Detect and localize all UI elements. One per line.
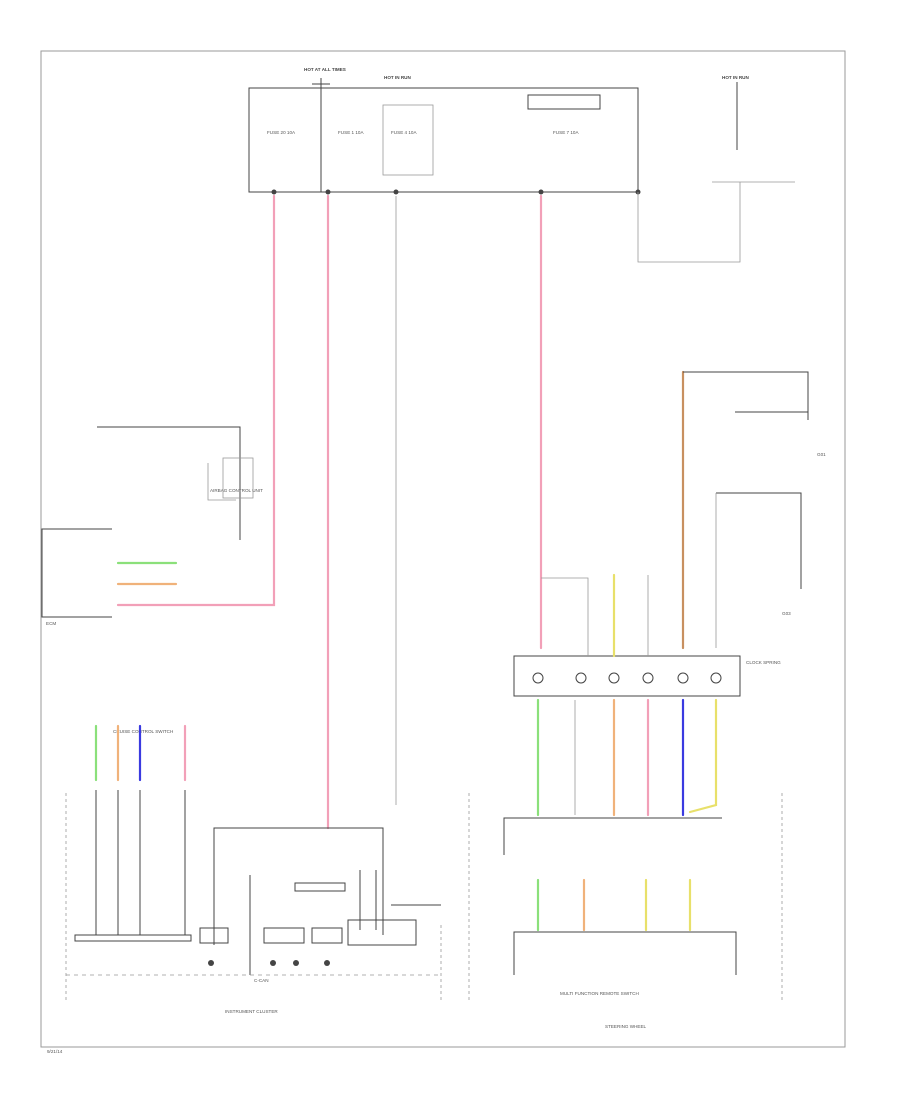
- footer-code: 9/21/14: [47, 1049, 63, 1054]
- fuse-r1-label: FUSE 4 10A: [391, 130, 417, 135]
- steering-remote-label: MULTI FUNCTION REMOTE SWITCH: [560, 991, 639, 996]
- ground-g03-label: G03: [782, 611, 791, 616]
- wire-pink-left: [116, 194, 276, 607]
- hot-in-run-label: HOT IN RUN: [384, 75, 411, 80]
- instrument-cluster-label: INSTRUMENT CLUSTER: [225, 1009, 278, 1014]
- ground-g01-label: G01: [817, 452, 826, 457]
- cruise-switch-lower: CRUISE CONTROL SWITCH: [94, 724, 187, 935]
- fuse-box: HOT AT ALL TIMES HOT IN RUN FUSE 20 10A …: [248, 67, 641, 195]
- top-right-relay: HOT IN RUN: [637, 75, 795, 263]
- cruise-switch-label: CRUISE CONTROL SWITCH: [113, 729, 173, 734]
- hot-at-all-times-label: HOT AT ALL TIMES: [304, 67, 346, 72]
- clock-spring: CLOCK SPRING: [513, 655, 781, 697]
- ecm-box: ECM: [41, 528, 112, 626]
- diagram-frame: [40, 50, 846, 1048]
- wire-yellow-clock: [688, 698, 718, 814]
- fuse-left-label: FUSE 20 10A: [267, 130, 296, 135]
- cruise-switch-top: [681, 370, 809, 650]
- instrument-cluster: C-CAN INSTRUMENT CLUSTER: [65, 793, 442, 1014]
- airbag-acu-label: AIRBAG CONTROL UNIT: [210, 488, 263, 493]
- fuse-mid-label: FUSE 1 10A: [338, 130, 364, 135]
- hot-in-run-right-label: HOT IN RUN: [722, 75, 749, 80]
- steering-wheel-label: STEERING WHEEL: [605, 1024, 647, 1029]
- clock-spring-label: CLOCK SPRING: [746, 660, 781, 665]
- steering-wheel-section: MULTI FUNCTION REMOTE SWITCH STEERING WH…: [468, 793, 783, 1029]
- fuse-r2-label: FUSE 7 10A: [553, 130, 579, 135]
- c-can-label: C-CAN: [254, 978, 269, 983]
- ecm-label: ECM: [46, 621, 56, 626]
